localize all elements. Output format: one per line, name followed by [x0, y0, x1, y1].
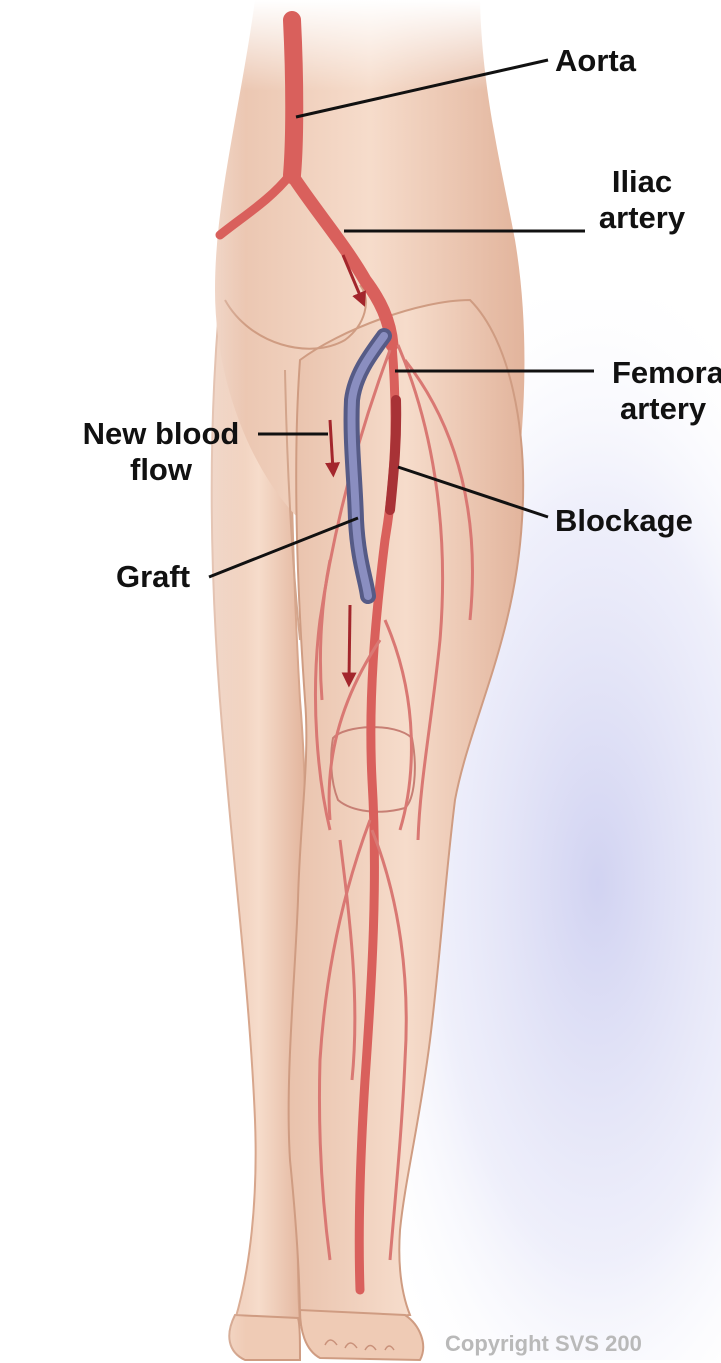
- femoral-artery-label: Femora artery: [598, 355, 721, 427]
- new-blood-label-line2: flow: [64, 452, 258, 488]
- aorta-label: Aorta: [555, 43, 636, 79]
- iliac-label-line2: artery: [588, 200, 696, 236]
- new-blood-flow-label: New blood flow: [64, 416, 258, 488]
- blockage-label: Blockage: [555, 503, 693, 539]
- femoral-label-line1: Femora: [598, 355, 721, 391]
- aorta-vessel: [292, 20, 294, 175]
- foot: [300, 1310, 423, 1360]
- copyright-text: Copyright SVS 200: [445, 1331, 642, 1357]
- iliac-artery-label: Iliac artery: [588, 164, 696, 236]
- femoral-label-line2: artery: [598, 391, 721, 427]
- new-blood-label-line1: New blood: [64, 416, 258, 452]
- iliac-label-line1: Iliac: [588, 164, 696, 200]
- graft-label: Graft: [116, 559, 190, 595]
